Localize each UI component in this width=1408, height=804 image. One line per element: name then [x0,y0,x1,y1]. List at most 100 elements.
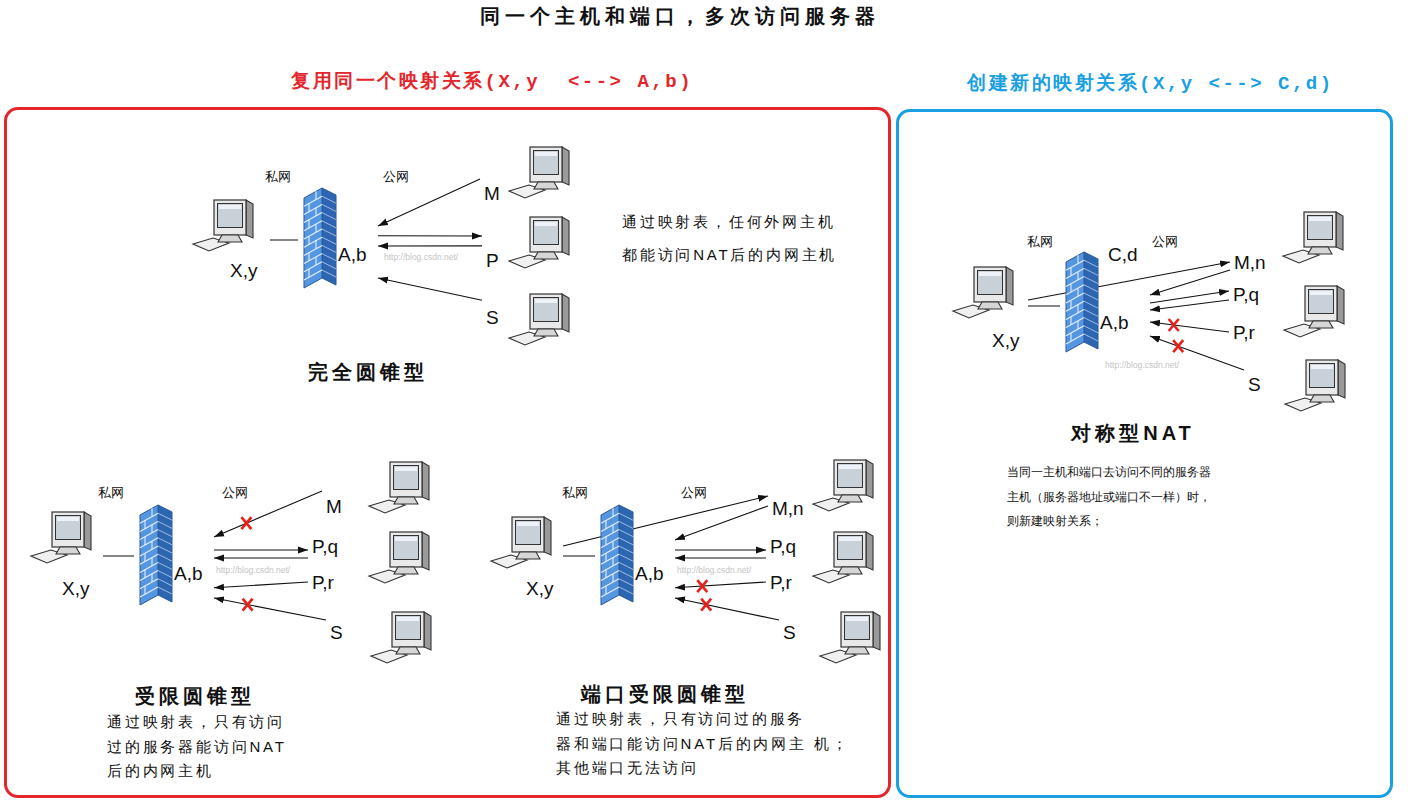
brick-line [1084,318,1098,325]
monitor-stand [394,567,418,574]
monitor-stand [56,547,80,554]
brick-line [158,530,172,537]
monitor-body [1304,212,1336,247]
host-computer: S [482,290,577,350]
brick-joint [605,570,606,578]
connector-arrow [214,598,326,620]
brick-line [601,579,619,589]
computer-icon [370,610,434,666]
screen-glare [517,522,539,526]
wall-side [1084,252,1098,349]
computer-icon [812,530,876,586]
address-label: M,n [1234,252,1266,273]
address-label: P,r [1233,322,1255,343]
brick-joint [612,574,613,582]
watermark: http://blog.csdn.net/ [1105,360,1179,370]
brick-joint [1070,300,1071,308]
address-label: S [783,622,796,643]
firewall-icon [136,505,176,605]
monitor-stand [838,567,862,574]
brick-joint [1070,267,1071,275]
region-label: 公网 [222,486,248,501]
brick-line [601,513,619,523]
monitor-side [873,612,880,650]
brick-line [304,270,322,280]
monitor-body [530,147,562,182]
address-label: X,y [230,260,257,281]
host-computer: S [326,608,436,668]
brick-line [1084,285,1098,292]
address-label: S [1248,374,1261,395]
brick-line [601,546,619,556]
wall-side [619,505,633,602]
description-note: 通过映射表，只有访问 过的服务器能访问NAT 后的内网主机 [107,710,337,784]
monitor-screen [534,151,559,175]
brick-line [304,213,322,223]
brick-line [1066,301,1084,311]
screen-glare [535,222,557,226]
brick-line [601,571,619,581]
brick-joint [605,537,606,545]
monitor-stand [534,252,558,259]
brick-joint [315,257,316,265]
monitor-screen [396,616,421,640]
brick-line [304,254,322,264]
brick-line [140,571,158,581]
monitor-side [246,200,253,238]
brick-joint [308,253,309,261]
computer-icon [508,215,572,271]
host-computer: S [779,608,883,668]
brick-line [1084,260,1098,267]
brick-joint [151,541,152,549]
cross-stroke [701,599,711,611]
connector-arrow [675,506,768,540]
screen-glare [846,617,868,621]
connector-arrow [103,555,134,556]
brick-joint [1070,317,1071,325]
monitor-screen [838,536,863,560]
monitor-body [530,217,562,252]
brick-joint [605,553,606,561]
connector-arrow [378,278,482,300]
brick-joint [308,203,309,211]
description-note: 当同一主机和端口去访问不同的服务器 主机（服务器地址或端口不一样）时， 则新建映… [1007,460,1229,534]
description-note: 通过映射表，任何外网主机 都能访问NAT后的内网主机 [622,205,882,271]
brick-line [619,554,633,561]
monitor-side [562,217,569,255]
computer-icon [1284,358,1348,414]
monitor-stand [534,329,558,336]
nat-firewall: A,b [134,503,214,609]
brick-line [1066,318,1084,328]
monitor-stand [845,647,869,654]
monitor-screen [1310,364,1335,388]
region-label: 私网 [1027,235,1053,250]
brick-line [158,521,172,528]
brick-joint [612,558,613,566]
address-label: X,y [62,578,89,599]
blocked-cross [241,517,251,529]
brick-line [140,521,158,531]
brick-line [601,530,619,540]
monitor-body [974,267,1006,302]
address-label: C,d [1108,244,1138,265]
computer-icon [812,458,876,514]
monitor-screen [534,221,559,245]
region-label: 私网 [98,486,124,501]
brick-line [322,213,336,220]
brick-line [619,562,633,569]
monitor-screen [394,466,419,490]
brick-line [1066,334,1084,344]
connector-arrow [675,549,766,550]
region-label: 私网 [265,170,291,185]
cross-stroke [697,580,707,592]
monitor-screen [516,521,541,545]
host-computer: P [482,213,577,275]
brick-line [601,562,619,572]
brick-line [304,245,322,255]
wall-front [1066,252,1084,352]
screen-glare [395,467,417,471]
brick-line [1066,268,1084,278]
port-endpoint: P,r [766,568,816,596]
brick-joint [144,553,145,561]
monitor-body [834,460,866,495]
